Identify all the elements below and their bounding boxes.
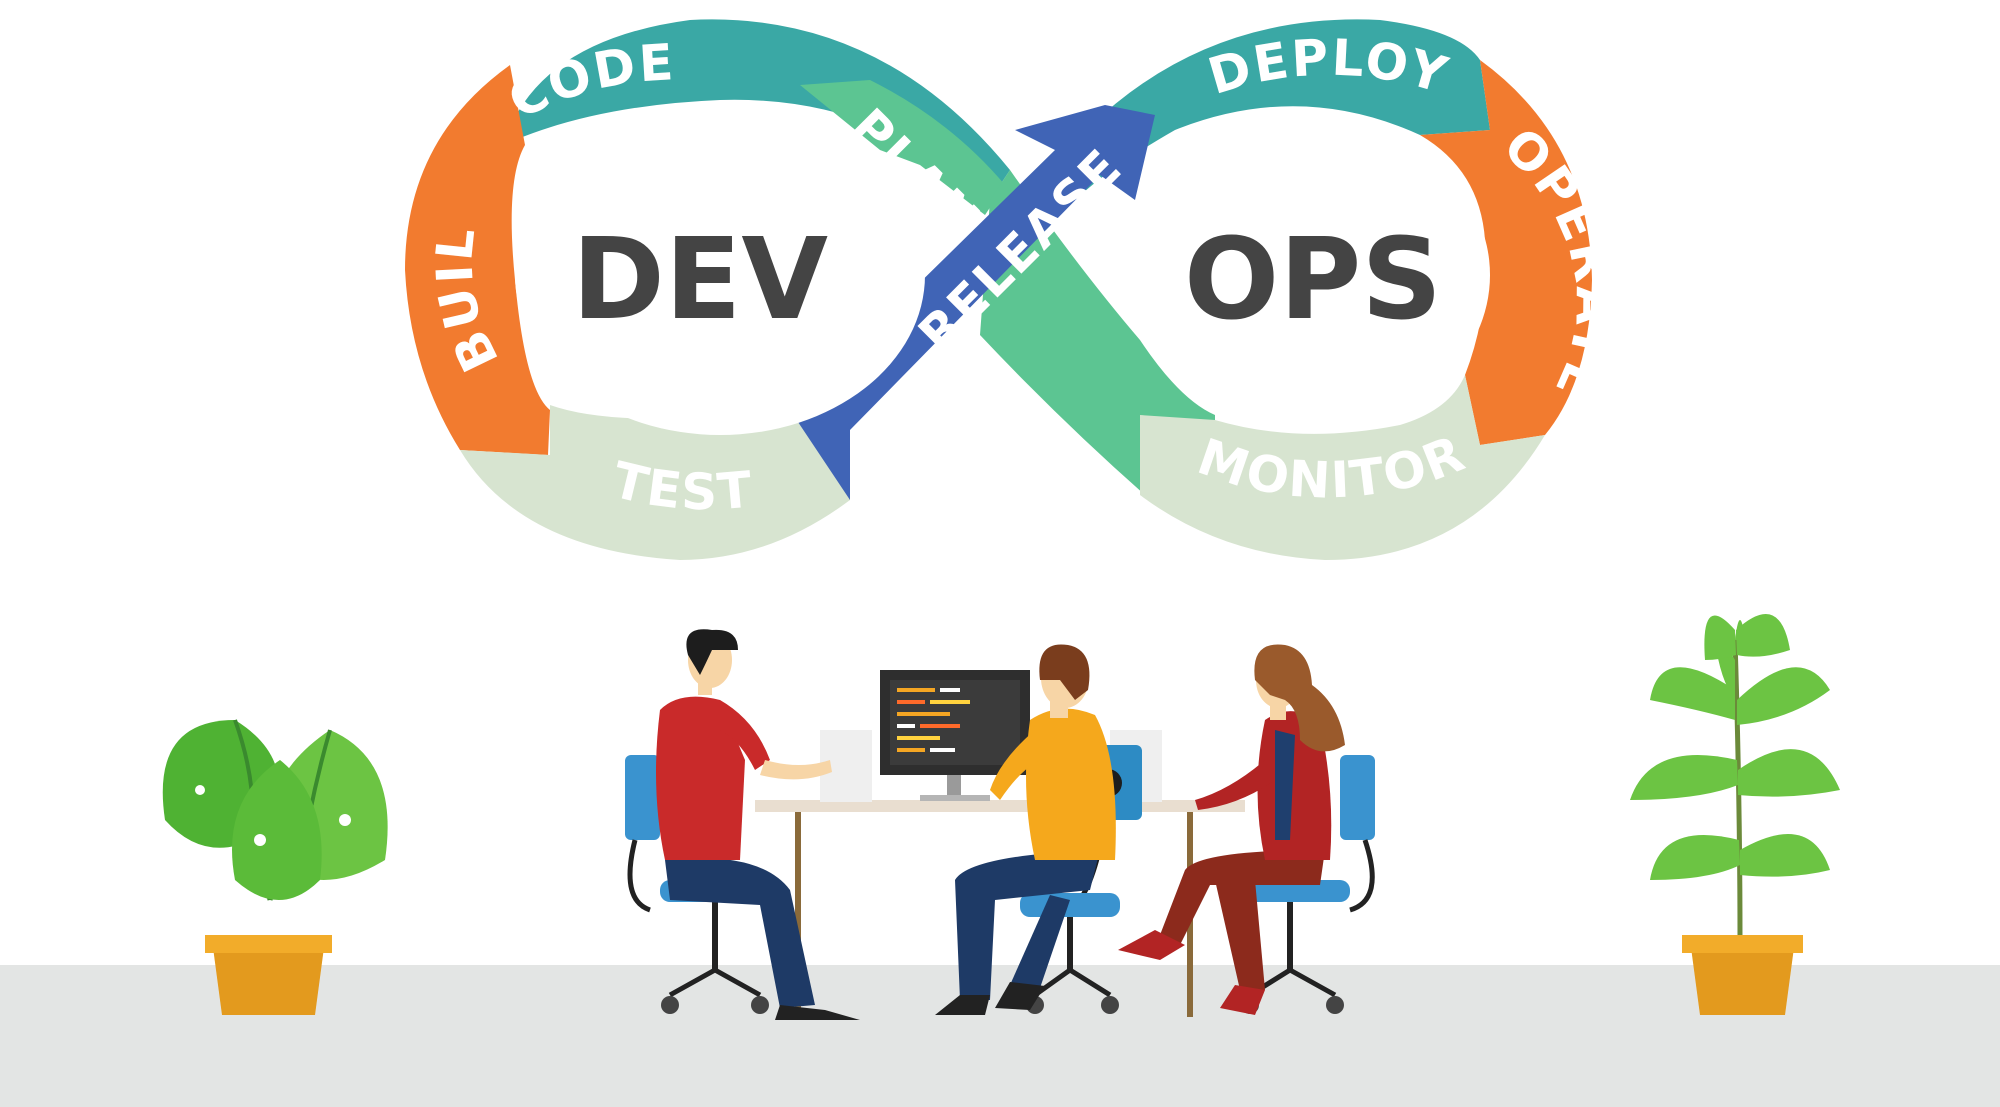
person-developer-middle bbox=[935, 644, 1142, 1015]
floor bbox=[0, 965, 2000, 1107]
right-pot bbox=[1690, 940, 1795, 1015]
palm-plant-icon bbox=[1630, 614, 1840, 1015]
dev-loop-hole bbox=[515, 115, 925, 435]
segment-release bbox=[790, 105, 1155, 500]
segment-code bbox=[505, 19, 1010, 201]
dev-label: DEV bbox=[572, 215, 828, 345]
ops-loop-hole bbox=[1146, 123, 1490, 427]
segment-test bbox=[460, 405, 850, 560]
person-developer-right bbox=[1118, 644, 1375, 1015]
left-pot bbox=[212, 940, 325, 1015]
segment-monitor bbox=[1140, 375, 1545, 560]
segment-deploy bbox=[1050, 19, 1490, 205]
segment-build bbox=[405, 65, 550, 455]
devops-infinity-loop: DEV OPS CODE BUILD TEST DEPLOY OPERATE M… bbox=[0, 0, 1621, 560]
segment-plan bbox=[800, 80, 1005, 215]
monstera-plant-icon bbox=[162, 719, 388, 1015]
person-developer-left bbox=[625, 629, 860, 1020]
stage-label-test: TEST bbox=[607, 451, 756, 522]
segment-plan-lower bbox=[980, 170, 1215, 495]
segment-operate bbox=[1420, 60, 1592, 445]
code-monitor-icon bbox=[880, 670, 1030, 801]
ops-label: OPS bbox=[1184, 215, 1442, 345]
